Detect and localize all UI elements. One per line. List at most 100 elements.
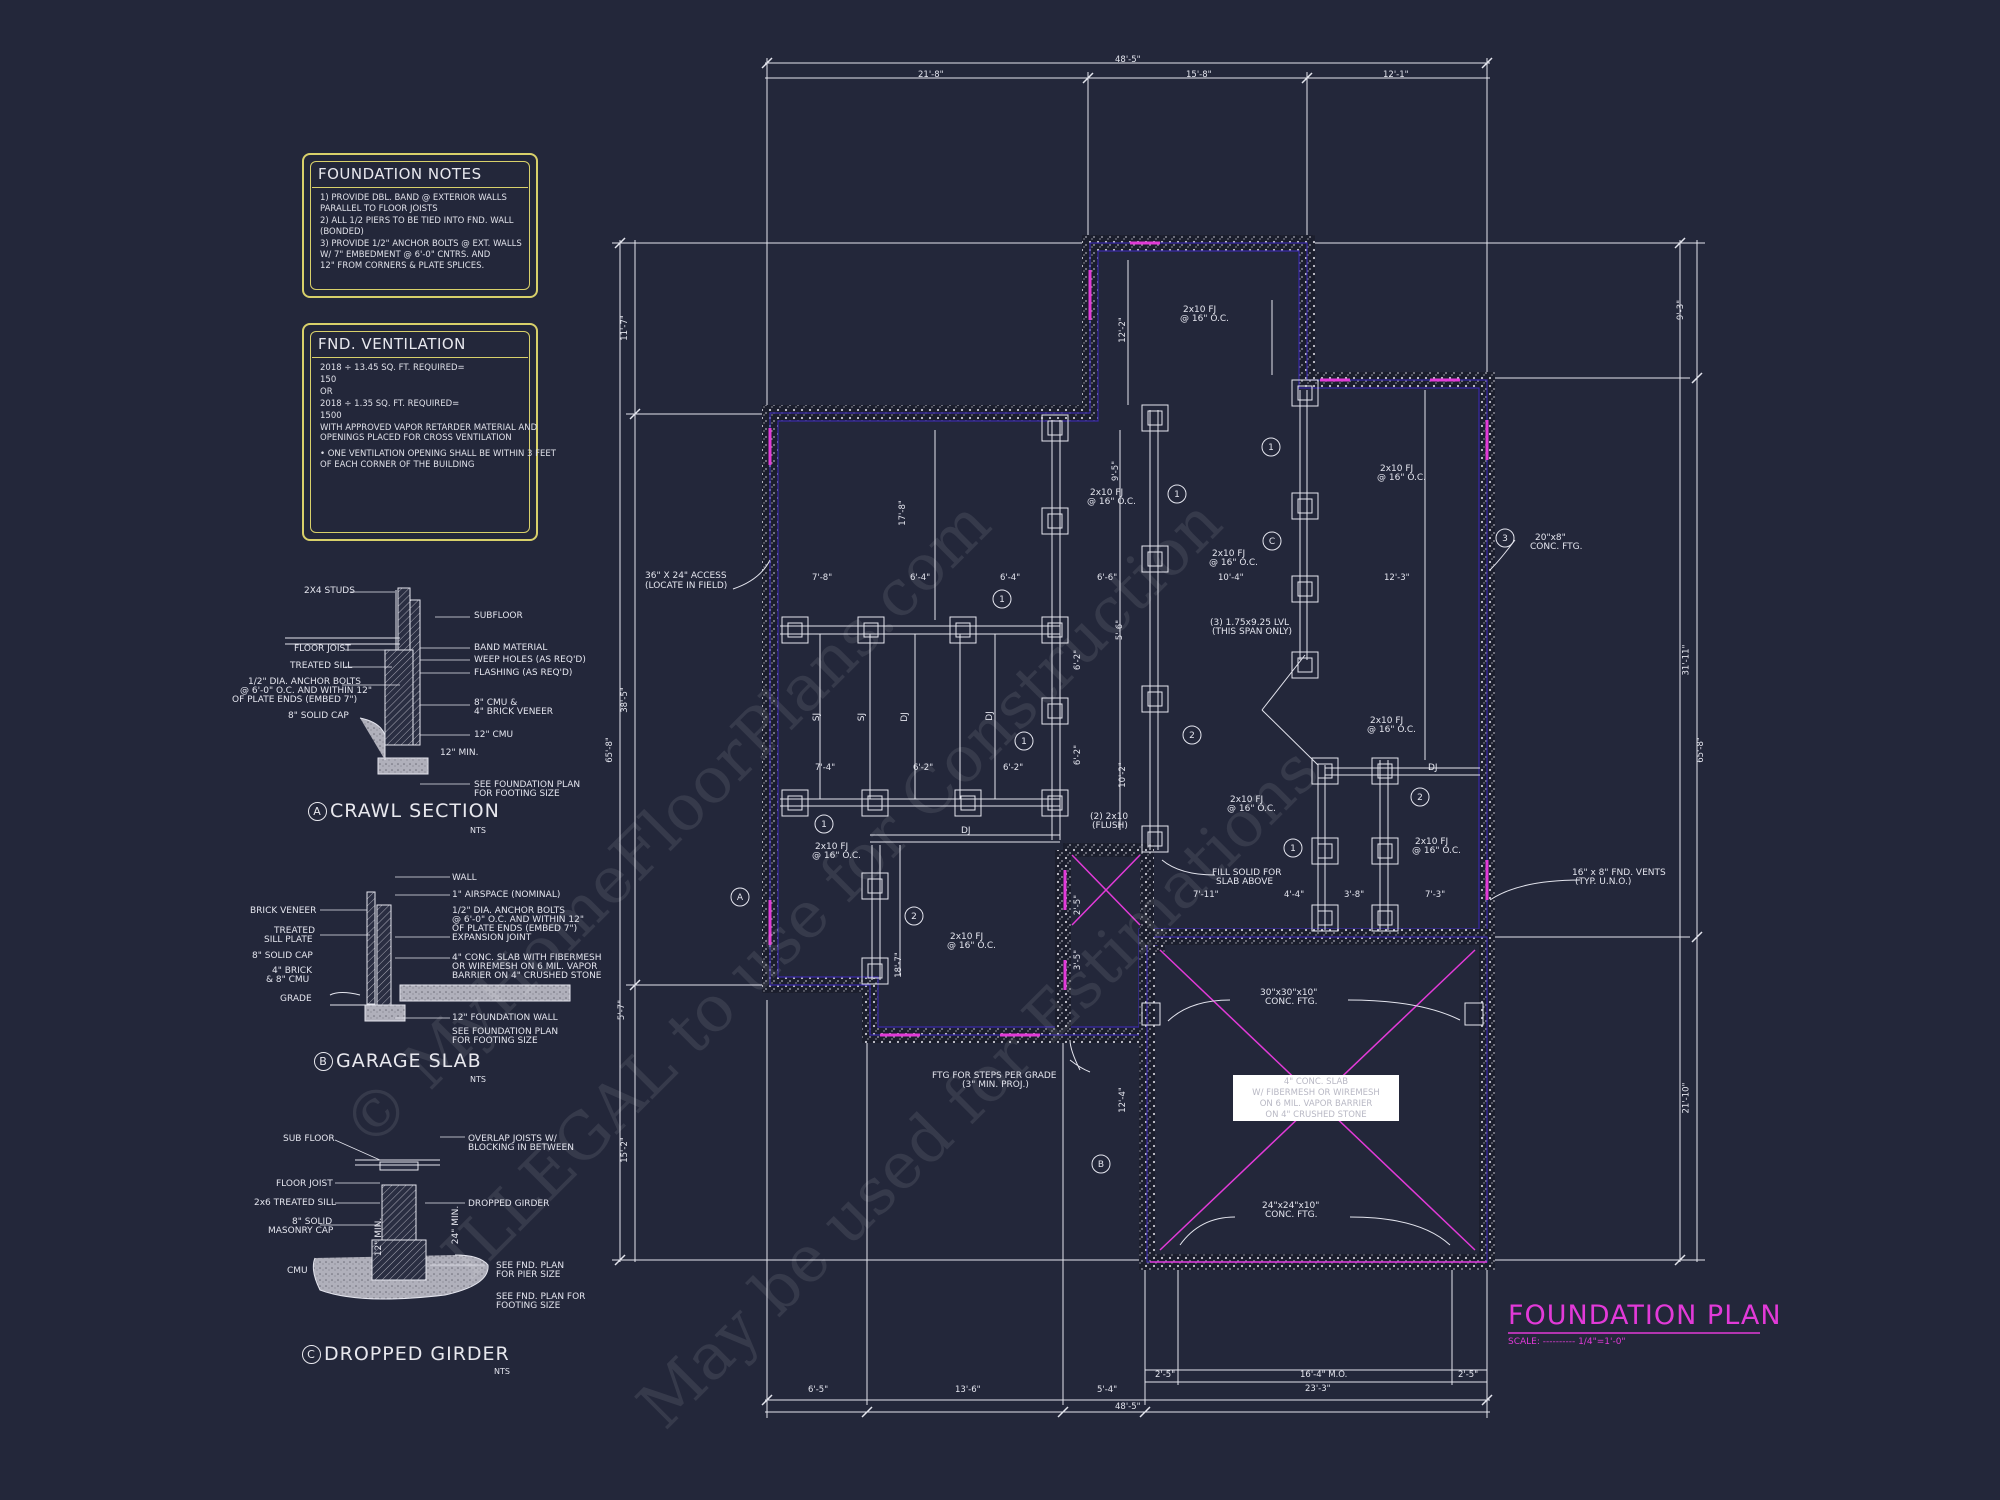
- dropped-girder-detail: [312, 1159, 489, 1300]
- dim-inner: 7'-8": [812, 573, 833, 583]
- detail-label: 12" FOUNDATION WALL: [452, 1013, 558, 1023]
- dim-inner: 10'-2": [1117, 762, 1128, 788]
- joist-label: @ 16" O.C.: [1377, 473, 1427, 483]
- detail-label: FOOTING SIZE: [496, 1301, 561, 1311]
- dim-inner: 5'-6": [1115, 619, 1126, 641]
- detail-label: 8" SOLID: [292, 1217, 333, 1227]
- dim-right-overall: 65'-8": [1695, 737, 1706, 763]
- detail-label: FLOOR JOIST: [294, 644, 351, 654]
- foundation-note-line: 2) ALL 1/2 PIERS TO BE TIED INTO FND. WA…: [320, 216, 514, 226]
- detail-label: BRICK VENEER: [250, 906, 317, 916]
- dim-inner: 12'-2": [1117, 317, 1128, 343]
- detail-label: 12" MIN.: [440, 748, 479, 758]
- leaders: [732, 539, 1581, 1246]
- dim-bottom: 2'-5": [1155, 1370, 1176, 1380]
- joist-label: 2x10 FJ: [1090, 488, 1124, 498]
- detail-label: OF PLATE ENDS (EMBED 7"): [232, 695, 358, 705]
- dim-top: 21'-8": [918, 70, 944, 80]
- ventilation-note-line: 1500: [320, 411, 342, 421]
- detail-label: SEE FOUNDATION PLAN: [452, 1027, 559, 1037]
- detail-label: TREATED: [274, 926, 316, 936]
- svg-text:1: 1: [821, 820, 827, 830]
- lvl-label: (THIS SPAN ONLY): [1212, 627, 1292, 637]
- detail-label: EXPANSION JOINT: [452, 933, 532, 943]
- ventilation-note-line: WITH APPROVED VAPOR RETARDER MATERIAL AN…: [320, 423, 538, 433]
- dim-left: 15'-2": [619, 1137, 630, 1163]
- dim-inner: 6'-2": [1003, 763, 1024, 773]
- detail-title: GARAGE SLAB: [336, 1050, 482, 1072]
- dim-inner: 4'-4": [1284, 890, 1305, 900]
- dim-bottom: 23'-3": [1305, 1384, 1331, 1394]
- detail-label: SILL PLATE: [264, 935, 313, 945]
- svg-text:1: 1: [1290, 844, 1296, 854]
- lvl-label: (3) 1.75x9.25 LVL: [1210, 618, 1290, 628]
- detail-label: OR WIREMESH ON 6 MIL. VAPOR: [452, 962, 598, 972]
- dim-inner: 2'-5": [1073, 894, 1084, 916]
- joist-label: 2x10 FJ: [815, 842, 849, 852]
- callouts: [730, 437, 1515, 1174]
- svg-text:1: 1: [999, 595, 1005, 605]
- joist-label: 2x10 FJ: [1415, 837, 1449, 847]
- steps-label: FTG FOR STEPS PER GRADE: [932, 1071, 1057, 1081]
- joist-label: @ 16" O.C.: [1367, 725, 1417, 735]
- detail-nts: NTS: [470, 826, 486, 835]
- detail-label: SEE FND. PLAN: [496, 1261, 565, 1271]
- dim-bottom: 13'-6": [955, 1385, 981, 1395]
- fill-label: SLAB ABOVE: [1216, 877, 1274, 887]
- garage-slab-note: 4" CONC. SLAB W/ FIBERMESH OR WIREMESH O…: [1233, 1075, 1399, 1121]
- dim-right: 9'-3": [1676, 299, 1687, 321]
- dim-inner: 3'-8": [1344, 890, 1365, 900]
- detail-label: OF PLATE ENDS (EMBED 7"): [452, 924, 578, 934]
- joist-label: @ 16" O.C.: [1227, 804, 1277, 814]
- joist-label: 2x10 FJ: [1370, 716, 1404, 726]
- slab-note-line: ON 4" CRUSHED STONE: [1265, 1110, 1367, 1120]
- dim-right: 31'-11": [1681, 644, 1692, 676]
- detail-label: 8" SOLID CAP: [288, 711, 349, 721]
- dim-inner: 6'-2": [913, 763, 934, 773]
- dj-label: DJ: [1428, 763, 1438, 773]
- piers: [781, 379, 1484, 1026]
- garage-ftg-label: 30"x30"x10": [1260, 988, 1318, 998]
- slab-note-line: W/ FIBERMESH OR WIREMESH: [1252, 1088, 1380, 1098]
- ventilation-note-line: 2018 ÷ 1.35 SQ. FT. REQUIRED=: [320, 399, 460, 409]
- detail-title: DROPPED GIRDER: [324, 1343, 510, 1365]
- garage-ftg-label: 24"x24"x10": [1262, 1201, 1320, 1211]
- ventilation-note-line: OPENINGS PLACED FOR CROSS VENTILATION: [320, 433, 512, 443]
- joist-label: @ 16" O.C.: [1180, 314, 1230, 324]
- foundation-note-line: PARALLEL TO FLOOR JOISTS: [320, 204, 438, 214]
- joist-label: @ 16" O.C.: [947, 941, 997, 951]
- ventilation-notes-title: FND. VENTILATION: [318, 335, 466, 353]
- dimension-ticks: [614, 57, 1703, 1418]
- dim-bottom-overall: 48'-5": [1115, 1402, 1141, 1412]
- plan-title: FOUNDATION PLAN: [1508, 1300, 1782, 1331]
- dim-inner: 17'-8": [897, 500, 908, 526]
- dj-label: DJ: [984, 711, 995, 721]
- flush-label: (FLUSH): [1092, 821, 1128, 831]
- dim-left: 5'-7": [617, 999, 628, 1021]
- detail-label: WALL: [452, 873, 477, 883]
- dim-left: 38'-5": [619, 687, 630, 713]
- foundation-note-line: (BONDED): [320, 227, 364, 237]
- dim-inner: 12'-3": [1384, 573, 1410, 583]
- detail-label: GRADE: [280, 994, 312, 1004]
- detail-label: SEE FND. PLAN FOR: [496, 1292, 586, 1302]
- access-label: 36" X 24" ACCESS: [645, 571, 727, 581]
- dim-inner: 6'-2": [1073, 649, 1084, 671]
- svg-text:2: 2: [1189, 731, 1195, 741]
- detail-label: DROPPED GIRDER: [468, 1199, 550, 1209]
- joist-label: @ 16" O.C.: [1412, 846, 1462, 856]
- steps-label: (3" MIN. PROJ.): [962, 1080, 1029, 1090]
- detail-label: 4" BRICK VENEER: [474, 707, 554, 717]
- detail-nts: NTS: [470, 1075, 486, 1084]
- ventilation-note-line: • ONE VENTILATION OPENING SHALL BE WITHI…: [320, 449, 556, 459]
- detail-label: 8" CMU &: [474, 698, 518, 708]
- dim-inner: 6'-2": [1073, 744, 1084, 766]
- ventilation-note-line: OF EACH CORNER OF THE BUILDING: [320, 460, 475, 470]
- dim-inner: 10'-4": [1218, 573, 1244, 583]
- detail-letter: B: [314, 1052, 333, 1071]
- detail-label: 24" MIN.: [451, 1205, 462, 1245]
- dim-inner: 18'-7": [893, 952, 904, 978]
- detail-label: BLOCKING IN BETWEEN: [468, 1143, 574, 1153]
- slab-note-line: ON 6 MIL. VAPOR BARRIER: [1259, 1099, 1373, 1109]
- vent-marks: [768, 241, 1489, 1037]
